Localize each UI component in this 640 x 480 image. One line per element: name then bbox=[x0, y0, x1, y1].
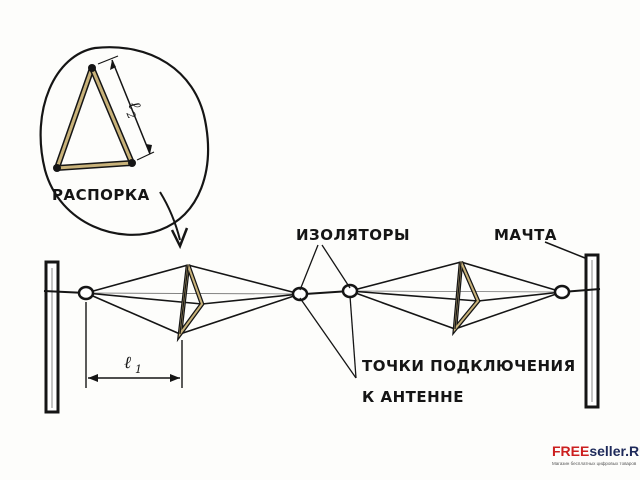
mast-label: МАЧТА bbox=[494, 226, 557, 244]
insulators bbox=[77, 283, 571, 302]
inset-circle bbox=[39, 46, 210, 236]
connection-points-label-line2: К АНТЕННЕ bbox=[362, 388, 464, 406]
spreader-label: РАСПОРКА bbox=[52, 186, 150, 204]
pointer-arrow bbox=[159, 191, 181, 241]
watermark-logo: FREEseller.RU Магазин бесплатных цифровы… bbox=[552, 443, 640, 466]
l1-subscript: 1 bbox=[135, 363, 142, 376]
right-spreader bbox=[452, 261, 481, 337]
left-mast bbox=[44, 260, 60, 414]
pointer-arrowhead bbox=[170, 227, 189, 250]
svg-text:FREEseller.RU: FREEseller.RU bbox=[552, 443, 640, 459]
insulators-label: ИЗОЛЯТОРЫ bbox=[296, 226, 410, 244]
spreader-inset: ℓ 2 РАСПОРКА bbox=[39, 46, 210, 250]
left-spreader bbox=[176, 264, 205, 343]
mast-leader bbox=[544, 241, 586, 259]
insulator-center-left bbox=[291, 286, 309, 302]
insulator-center-right bbox=[341, 283, 359, 299]
watermark-tagline: Магазин бесплатных цифровых товаров bbox=[552, 461, 637, 466]
connection-points-label-line1: ТОЧКИ ПОДКЛЮЧЕНИЯ bbox=[362, 357, 576, 375]
insulator-left bbox=[77, 285, 95, 301]
insulator-right bbox=[553, 284, 571, 300]
watermark-brand-red: FREE bbox=[552, 443, 589, 459]
watermark-brand-dark: seller.RU bbox=[589, 443, 640, 459]
l2-label: ℓ 2 bbox=[123, 98, 144, 121]
l1-letter: ℓ bbox=[124, 353, 131, 373]
l1-dimension bbox=[85, 302, 183, 388]
spreader-triangle bbox=[53, 64, 136, 172]
l2-dimension bbox=[97, 55, 155, 161]
right-mast bbox=[584, 253, 600, 409]
insulators-leaders bbox=[299, 244, 351, 291]
connection-leaders bbox=[299, 295, 357, 379]
